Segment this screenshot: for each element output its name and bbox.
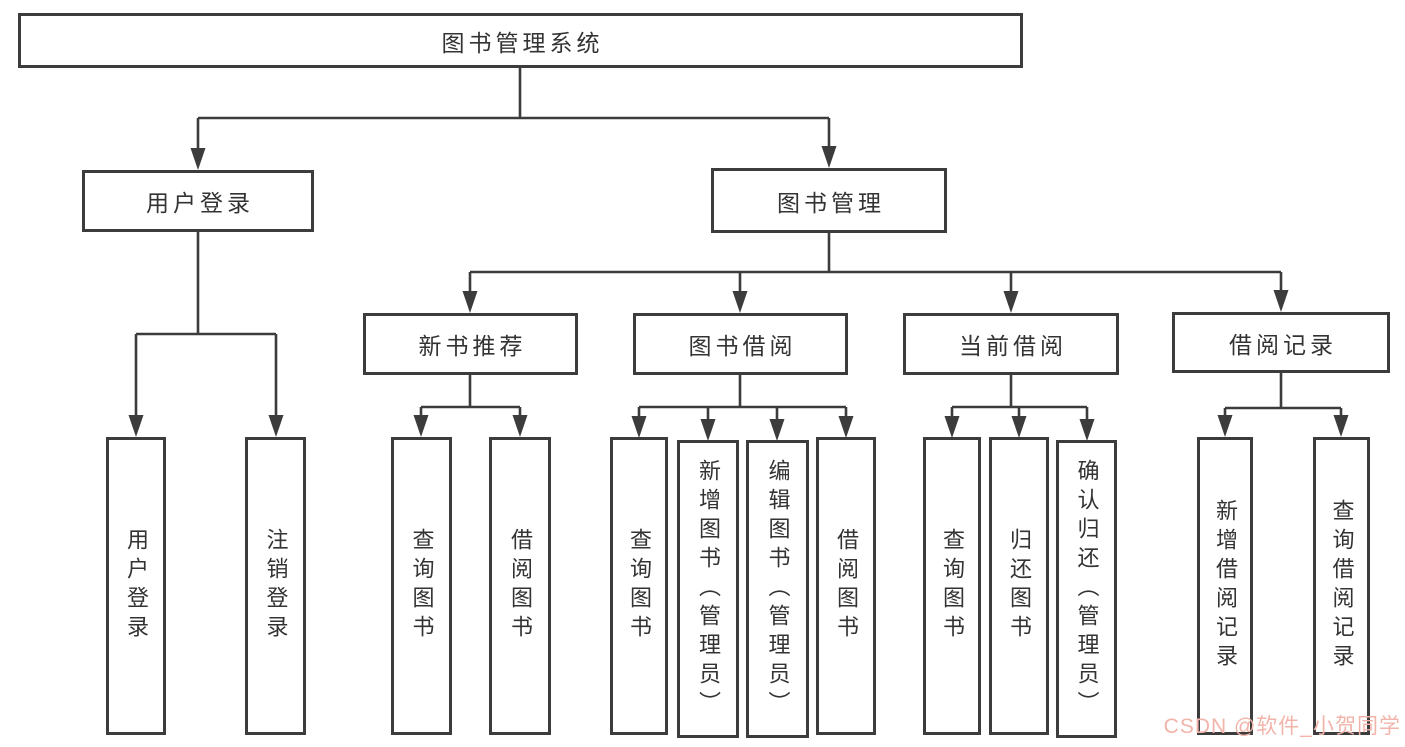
- arrow-down-icon: [944, 416, 960, 438]
- arrow-down-icon: [1273, 290, 1289, 312]
- arrow-down-icon: [1003, 291, 1019, 313]
- arrow-down-icon: [462, 291, 478, 313]
- leaf-query-books-recommend-label: 查询图书: [409, 528, 435, 644]
- node-library-system-label: 图书管理系统: [441, 29, 604, 56]
- node-library-system: 图书管理系统: [18, 13, 1023, 68]
- leaf-logout: 注销登录: [245, 437, 306, 735]
- connector-lines: [134, 68, 1343, 428]
- node-book-borrowing: 图书借阅: [633, 313, 848, 375]
- node-user-login-group-label: 用户登录: [146, 190, 254, 216]
- leaf-confirm-return-admin: 确认归还（管理员）: [1056, 440, 1117, 738]
- arrow-down-icon: [700, 419, 716, 441]
- arrow-down-icon: [769, 419, 785, 441]
- arrow-down-icon: [268, 415, 284, 437]
- arrow-down-icon: [190, 148, 206, 170]
- arrow-down-icon: [1079, 419, 1095, 441]
- arrow-down-icon: [1217, 415, 1233, 437]
- arrow-down-icon: [1333, 415, 1349, 437]
- leaf-query-books-borrowing-label: 查询图书: [627, 528, 652, 644]
- node-new-book-recommend-label: 新书推荐: [418, 333, 527, 359]
- leaf-query-borrow-record-label: 查询借阅记录: [1329, 499, 1355, 673]
- arrow-down-icon: [838, 416, 854, 438]
- node-book-management-label: 图书管理: [777, 189, 885, 216]
- node-borrowing-records-label: 借阅记录: [1229, 331, 1337, 358]
- arrow-down-icon: [732, 291, 748, 313]
- leaf-add-borrow-record: 新增借阅记录: [1197, 437, 1253, 735]
- leaf-borrow-books-borrowing-label: 借阅图书: [834, 528, 859, 644]
- leaf-return-book: 归还图书: [989, 437, 1049, 735]
- leaf-query-books-current-label: 查询图书: [940, 528, 965, 644]
- arrow-down-icon: [128, 415, 144, 437]
- csdn-watermark: CSDN @软件_小贺同学: [1163, 715, 1401, 738]
- arrow-down-icon: [413, 415, 429, 437]
- leaf-return-book-label: 归还图书: [1007, 528, 1032, 644]
- leaf-query-borrow-record: 查询借阅记录: [1313, 437, 1370, 735]
- leaf-add-book-admin: 新增图书（管理员）: [677, 440, 739, 738]
- node-new-book-recommend: 新书推荐: [363, 313, 578, 375]
- node-book-management: 图书管理: [711, 168, 947, 233]
- leaf-add-borrow-record-label: 新增借阅记录: [1213, 499, 1238, 673]
- leaf-edit-book-admin: 编辑图书（管理员）: [746, 440, 809, 738]
- leaf-borrow-books-borrowing: 借阅图书: [816, 437, 876, 735]
- node-user-login-group: 用户登录: [82, 170, 314, 232]
- leaf-query-books-recommend: 查询图书: [391, 437, 452, 735]
- arrow-down-icon: [631, 416, 647, 438]
- leaf-query-books-borrowing: 查询图书: [610, 437, 668, 735]
- leaf-query-books-current: 查询图书: [923, 437, 981, 735]
- arrow-down-icon: [1011, 416, 1027, 438]
- arrow-down-icon: [821, 146, 837, 168]
- leaf-borrow-books-recommend-label: 借阅图书: [508, 528, 533, 644]
- leaf-edit-book-admin-label: 编辑图书（管理员）: [765, 458, 791, 720]
- leaf-confirm-return-admin-label: 确认归还（管理员）: [1074, 458, 1100, 720]
- leaf-user-login: 用户登录: [106, 437, 166, 735]
- arrowheads: [128, 146, 1349, 441]
- leaf-logout-label: 注销登录: [263, 528, 289, 644]
- node-borrowing-records: 借阅记录: [1172, 312, 1390, 373]
- arrow-down-icon: [512, 415, 528, 437]
- node-current-borrowing: 当前借阅: [903, 313, 1119, 375]
- leaf-add-book-admin-label: 新增图书（管理员）: [696, 458, 721, 720]
- leaf-borrow-books-recommend: 借阅图书: [489, 437, 551, 735]
- node-current-borrowing-label: 当前借阅: [959, 333, 1067, 359]
- node-book-borrowing-label: 图书借阅: [688, 333, 797, 359]
- leaf-user-login-label: 用户登录: [124, 528, 149, 644]
